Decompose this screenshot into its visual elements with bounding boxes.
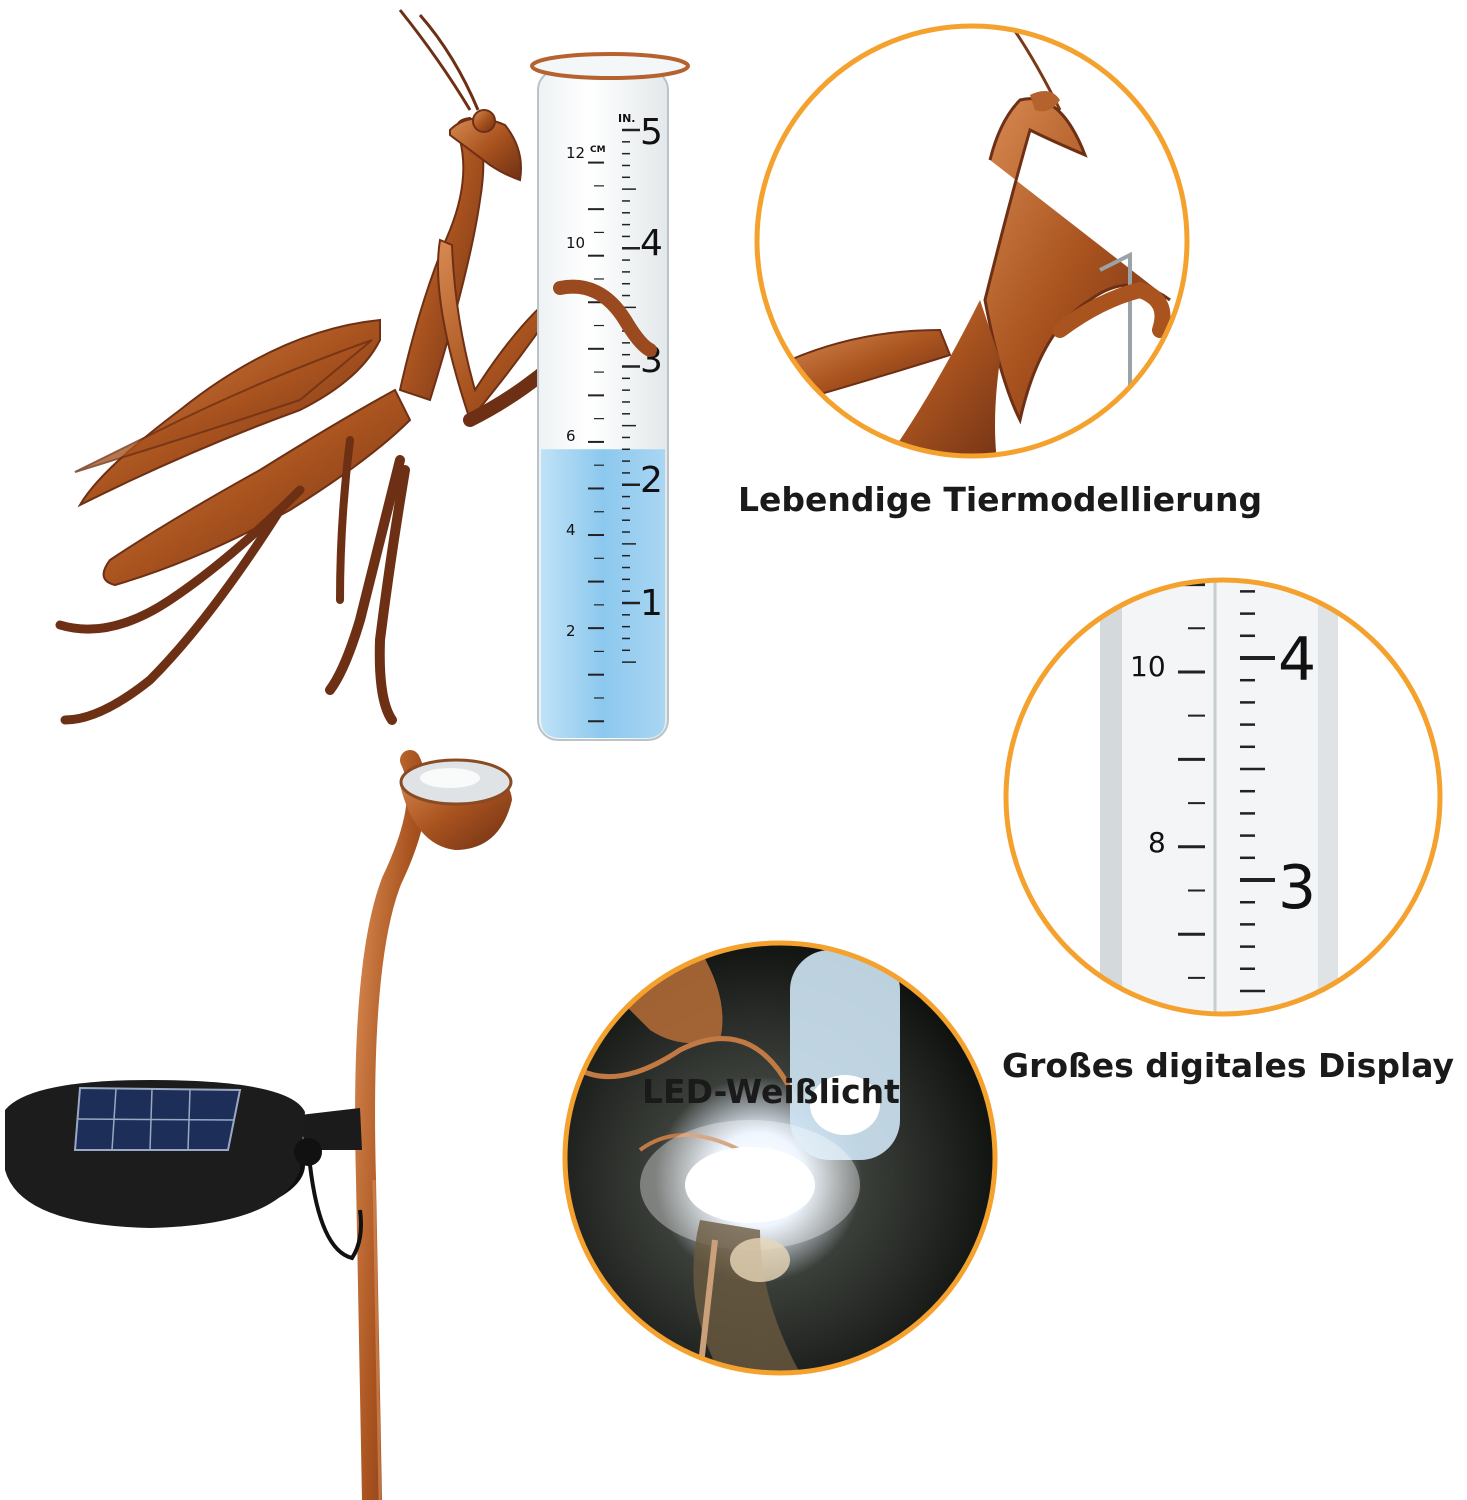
rain-gauge: IN. CM 5 4 3 2 1 12 10 6 4 2 [530, 52, 690, 741]
gauge-cm-label: 4 [566, 521, 576, 539]
gauge-inch-label: 1 [640, 583, 663, 624]
gauge-cm-unit: CM [590, 145, 606, 155]
mantis-figure [55, 9, 647, 725]
zoom-inch-label: 3 [1278, 853, 1316, 923]
detail-circle-display: 4 3 10 8 [1003, 577, 1443, 1017]
gauge-inch-label: 2 [640, 460, 663, 501]
detail-circle-led [562, 940, 998, 1376]
gauge-inch-label: 5 [640, 112, 663, 153]
water-fill [541, 449, 665, 738]
stake [355, 750, 427, 1500]
gauge-cm-label: 2 [566, 622, 576, 640]
zoom-inch-label: 4 [1278, 625, 1316, 695]
gauge-inch-unit: IN. [618, 112, 635, 125]
led-lamp [399, 758, 513, 850]
zoom-cm-label: 8 [1148, 826, 1166, 859]
gauge-cm-label: 6 [566, 427, 576, 445]
zoom-cm-label: 10 [1130, 650, 1166, 683]
gauge-inch-label: 4 [640, 223, 663, 264]
caption-digital-display: Großes digitales Display [1002, 1046, 1455, 1085]
detail-circle-mantis [754, 23, 1190, 459]
gauge-cm-label: 12 [566, 144, 585, 162]
caption-animal-modeling: Lebendige Tiermodellierung [738, 480, 1263, 519]
gauge-cm-label: 10 [566, 234, 585, 252]
solar-panel [5, 1080, 363, 1261]
caption-led-light: LED-Weißlicht [642, 1072, 900, 1111]
